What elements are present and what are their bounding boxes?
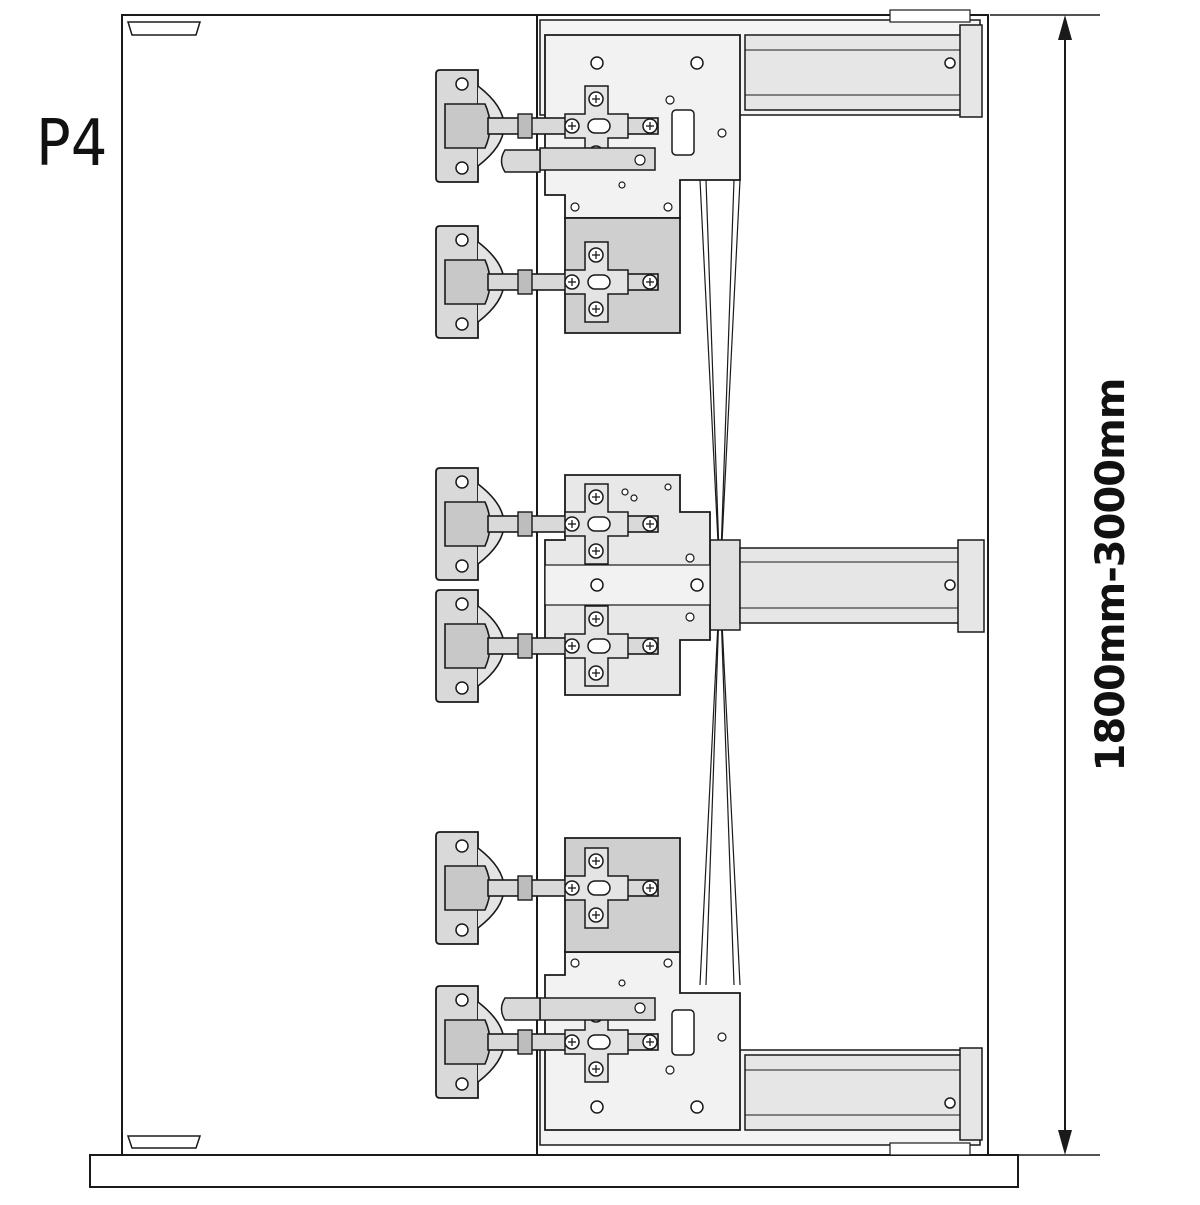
height-dimension-line bbox=[1058, 15, 1072, 1155]
hinge bbox=[435, 985, 659, 1099]
hinge bbox=[435, 467, 659, 581]
model-label: P4 bbox=[36, 107, 108, 181]
top-catch bbox=[500, 147, 656, 189]
door-panel bbox=[121, 14, 538, 1156]
door-top-tab bbox=[126, 21, 202, 36]
middle-slide-rail bbox=[709, 539, 985, 633]
height-range-label: 1800mm-3000mm bbox=[1088, 378, 1134, 772]
hinge bbox=[435, 589, 659, 703]
hinge bbox=[435, 831, 659, 945]
hinge bbox=[435, 225, 659, 339]
base-plinth bbox=[89, 1154, 1019, 1188]
hinge bbox=[435, 69, 659, 183]
bottom-catch bbox=[500, 979, 656, 1021]
hinges bbox=[435, 69, 659, 1099]
middle-carrier-plate bbox=[544, 474, 711, 696]
door-bottom-tab bbox=[126, 1135, 202, 1149]
